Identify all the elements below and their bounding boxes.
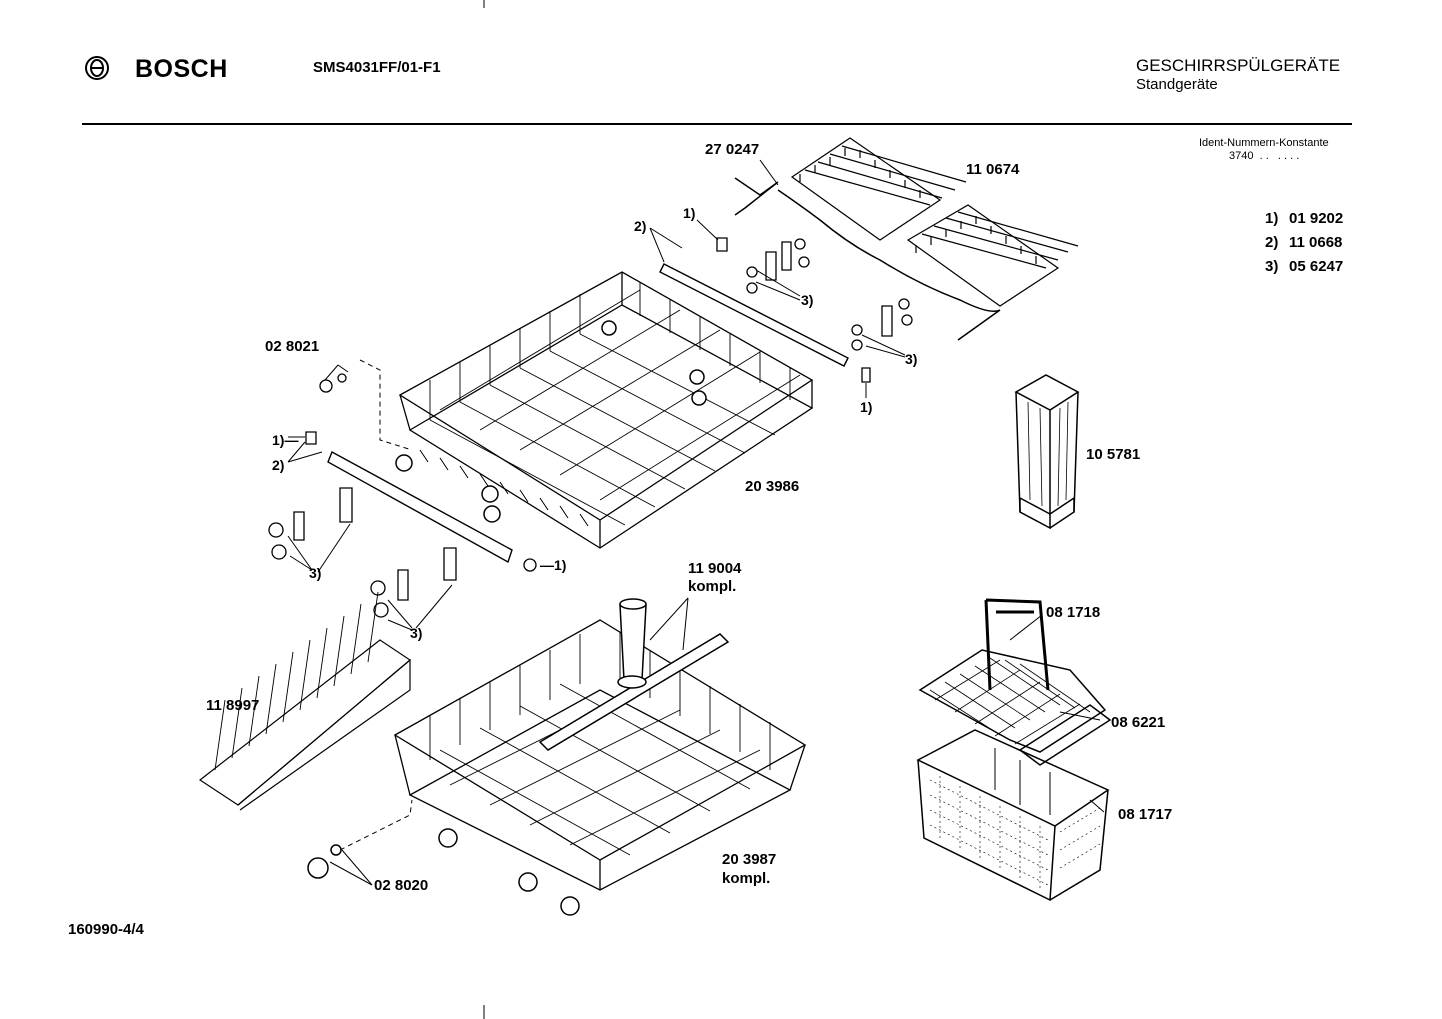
callout: 2) — [272, 457, 285, 473]
legend-key: 2) — [1265, 234, 1279, 251]
callout: 3) — [309, 565, 322, 581]
legend-part: 01 9202 — [1289, 210, 1344, 227]
callout: 1)— — [272, 432, 299, 448]
part-label: 08 6221 — [1111, 714, 1166, 731]
ident-value: 3740 . . . . . . — [1229, 150, 1300, 162]
part-label: 10 5781 — [1086, 446, 1141, 463]
part-label: 11 8997 — [206, 697, 260, 714]
part-label: 08 1717 — [1118, 806, 1173, 823]
part-label: 08 1718 — [1046, 604, 1101, 621]
lower-basket-wheels — [308, 829, 579, 915]
part-label-suffix: kompl. — [688, 578, 737, 595]
part-label: 02 8020 — [374, 877, 429, 894]
part-label: 02 8021 — [265, 338, 320, 355]
part-label: 20 3987 — [722, 851, 777, 868]
part-label: 27 0247 — [705, 141, 760, 158]
part-label: 20 3986 — [745, 478, 800, 495]
part-label: 11 0674 — [966, 161, 1020, 178]
callout: 1) — [683, 205, 696, 221]
rails-drawing — [328, 264, 848, 562]
cutlery-grid-drawing — [920, 600, 1110, 765]
header-divider — [82, 123, 1352, 125]
upper-basket-wheels — [396, 321, 706, 522]
callout: 3) — [410, 625, 423, 641]
brand-name: BOSCH — [135, 55, 228, 83]
callout: —1) — [540, 557, 567, 573]
callout: 2) — [634, 218, 647, 234]
lower-basket-drawing — [395, 620, 805, 890]
hinge-fittings — [269, 238, 912, 617]
ident-label: Ident-Nummern-Konstante — [1199, 137, 1329, 149]
model-number: SMS4031FF/01-F1 — [313, 59, 441, 76]
legend-part: 05 6247 — [1289, 258, 1344, 275]
cutlery-basket-drawing — [918, 730, 1108, 900]
legend-part: 11 0668 — [1289, 234, 1343, 251]
part-label-suffix: kompl. — [722, 870, 771, 887]
callout: 3) — [801, 292, 814, 308]
callout: 1) — [860, 399, 873, 415]
upper-basket-drawing — [400, 272, 812, 548]
legend-key: 3) — [1265, 258, 1279, 275]
leader-lines — [288, 220, 1104, 885]
legend-key: 1) — [1265, 210, 1279, 227]
product-subcategory: Standgeräte — [1136, 76, 1218, 93]
cutlery-holder-drawing — [1016, 375, 1078, 528]
product-category: GESCHIRRSPÜLGERÄTE — [1136, 56, 1341, 75]
plate-rack-drawing — [200, 592, 410, 810]
cup-shelf-drawing — [792, 138, 1078, 306]
bosch-logo-icon — [86, 57, 108, 79]
drawing-number: 160990-4/4 — [68, 921, 144, 938]
part-label: 11 9004 — [688, 560, 742, 577]
spray-arm-drawing — [540, 599, 728, 750]
callout: 3) — [905, 351, 918, 367]
wire-bracket-drawing — [735, 178, 1000, 340]
